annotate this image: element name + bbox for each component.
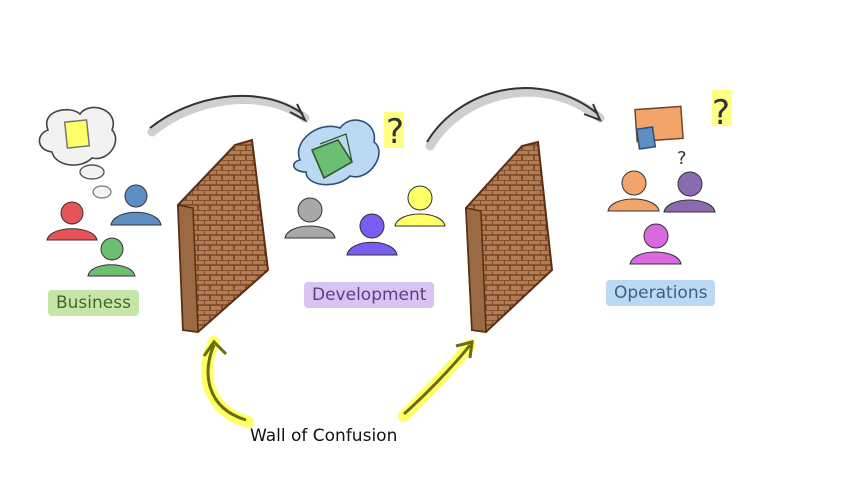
question-mark: ? [677, 148, 687, 169]
curved-arrow-icon [398, 339, 476, 422]
person-icon [284, 197, 336, 239]
curved-arrow-icon [201, 336, 254, 428]
brick-wall-icon [464, 140, 554, 334]
idea-cloud-icon [293, 119, 380, 186]
document-icon [634, 105, 684, 150]
group-label-operations: Operations [606, 280, 716, 306]
person-icon [110, 184, 162, 226]
brick-wall-icon [176, 138, 270, 334]
curved-arrow-icon [425, 87, 605, 151]
person-icon [46, 201, 98, 241]
question-highlight [712, 90, 732, 126]
group-label-business: Business [48, 290, 139, 316]
person-icon [87, 237, 136, 277]
question-highlight [384, 112, 404, 148]
wall-caption: Wall of Confusion [250, 426, 398, 446]
thought-cloud-icon [38, 106, 117, 199]
person-icon [394, 185, 446, 227]
person-icon [346, 213, 398, 256]
question-mark: ? [386, 112, 404, 152]
curved-arrow-icon [147, 95, 310, 137]
person-icon [629, 223, 682, 265]
person-icon [607, 170, 660, 212]
question-mark: ? [712, 93, 730, 133]
group-label-development: Development [304, 282, 435, 308]
person-icon [663, 171, 716, 213]
